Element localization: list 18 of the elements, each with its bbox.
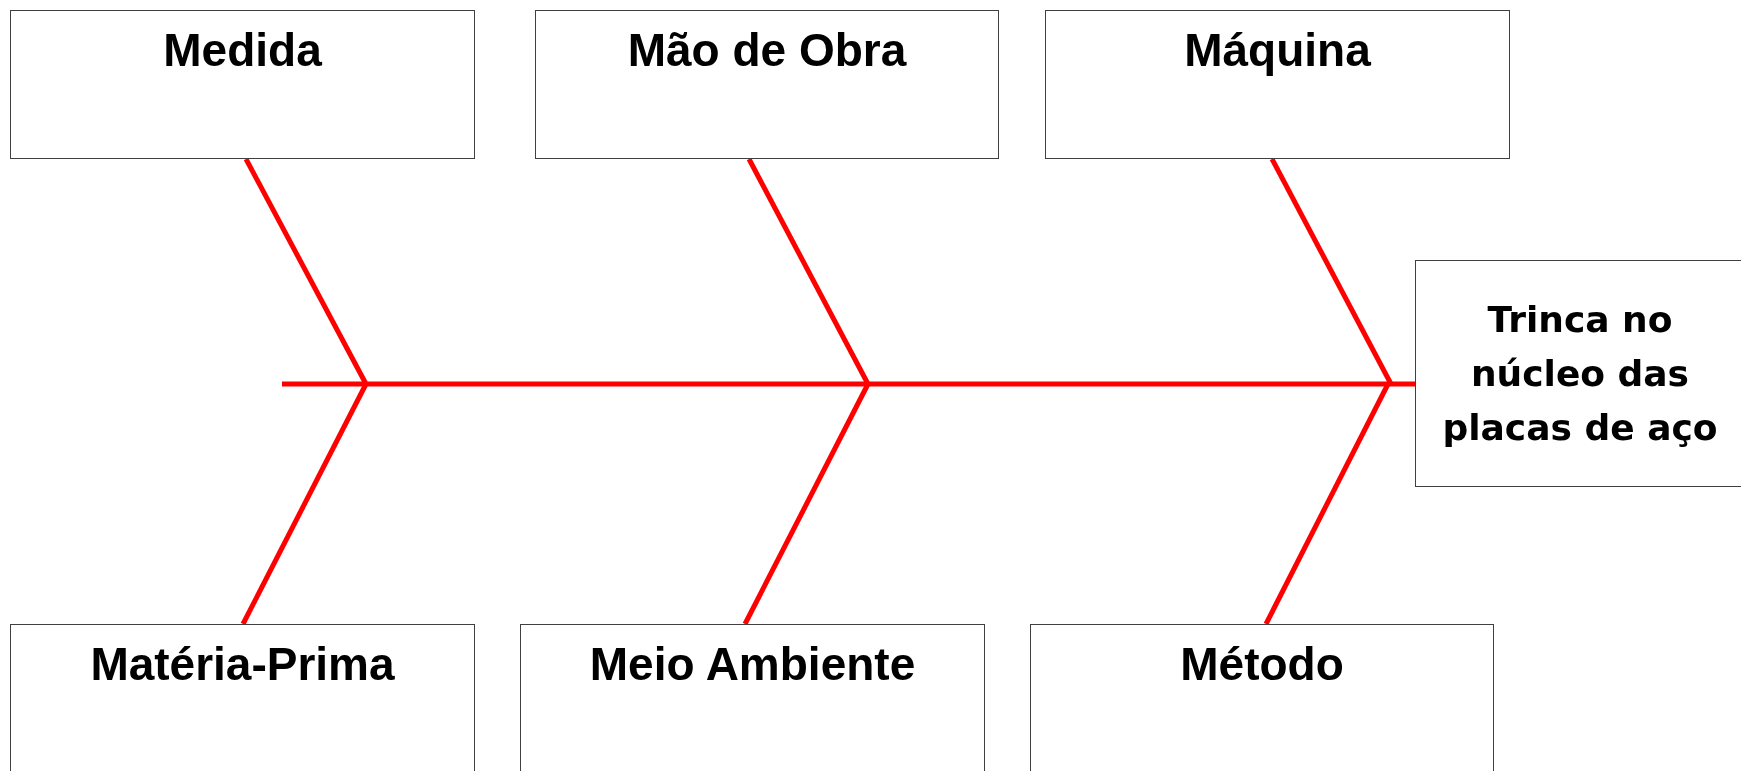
cause-box <box>10 624 475 771</box>
cause-box <box>10 10 475 159</box>
cause-box <box>535 10 999 159</box>
category-label: Mão de Obra <box>627 23 907 78</box>
cause-box <box>520 624 985 771</box>
branch-line <box>1263 382 1391 626</box>
category-label: Máquina <box>1184 23 1371 78</box>
effect-text: Trinca no núcleo das placas de aço <box>1441 297 1719 450</box>
category-label: Meio Ambiente <box>589 637 916 692</box>
branch-line <box>240 382 369 626</box>
effect-box <box>1415 260 1741 487</box>
cause-box <box>1045 10 1510 159</box>
branch-line <box>742 382 871 626</box>
cause-box <box>1030 624 1494 771</box>
category-label: Matéria-Prima <box>90 637 395 692</box>
category-label: Medida <box>163 23 322 78</box>
branch-line <box>282 381 1415 387</box>
category-label: Método <box>1180 637 1344 692</box>
